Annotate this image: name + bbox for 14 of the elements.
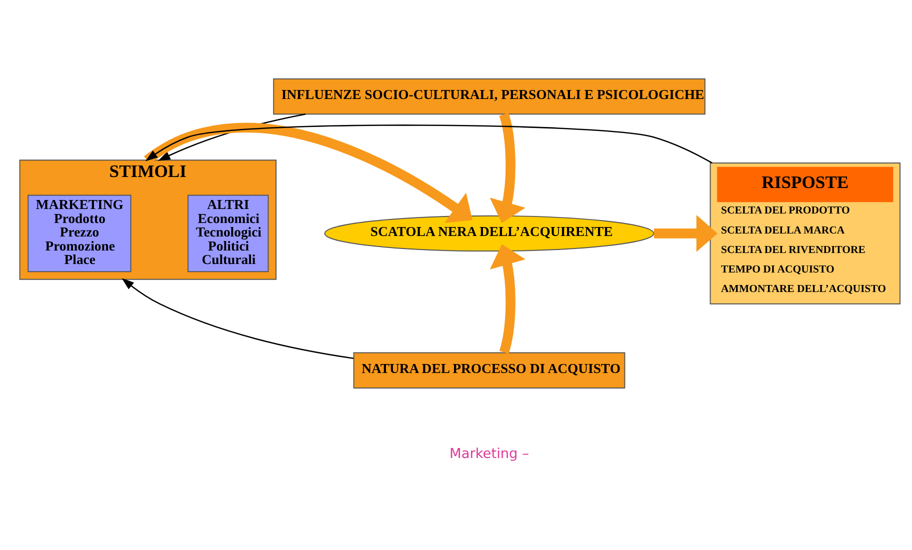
node-box: INFLUENZE SOCIO-CULTURALI, PERSONALI E PSICOLOGICHE	[273, 78, 706, 114]
arrow	[158, 113, 306, 160]
arrow	[490, 244, 526, 354]
arrow	[654, 214, 718, 252]
node-box: RISPOSTE SCELTA DEL PRODOTTO SCELTA DELLA MARCA SCELTA DEL RIVENDITORE TEMPO DI ACQUISTO AMMONTARE DELL’ACQUISTO	[710, 162, 901, 304]
node-ellipse: SCATOLA NERA DELL’ACQUIRENTE	[324, 214, 654, 252]
node-box: MARKETING Prodotto Prezzo Promozione Place	[28, 194, 132, 272]
node-box: ALTRI Economici Tecnologici Politici Culturali	[188, 194, 269, 272]
node-box: NATURA DEL PROCESSO DI ACQUISTO	[353, 352, 626, 388]
label: Marketing –	[450, 446, 529, 462]
arrow	[122, 278, 354, 358]
arrow	[144, 122, 472, 222]
arrow	[490, 112, 526, 222]
arrow	[145, 124, 712, 164]
